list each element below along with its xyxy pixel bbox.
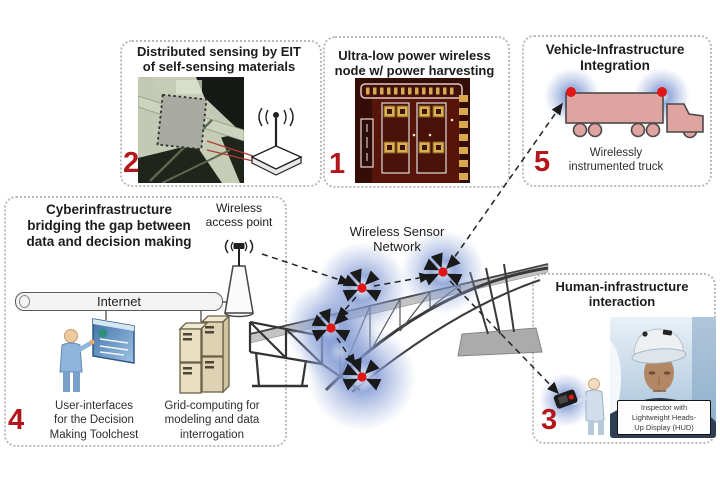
access-point-icon [224, 239, 254, 318]
box-wireless-node [323, 36, 510, 188]
internet-bar: Internet [15, 292, 223, 311]
node-pointer-lines [206, 140, 254, 162]
hud-person-icon [553, 378, 605, 435]
number-2: 2 [123, 147, 140, 179]
label-wsn: Wireless Sensor Network [349, 224, 445, 255]
wireless-node-icon [250, 107, 303, 176]
box-distributed-sensing [120, 40, 322, 187]
eit-photo [138, 77, 244, 183]
number-1: 1 [329, 148, 346, 180]
hud-device-icon [553, 389, 578, 409]
number-4: 4 [8, 404, 25, 436]
caption-grid-computing: Grid-computing for modeling and data int… [164, 400, 260, 441]
pcb-photo [355, 78, 470, 183]
title-wireless-node: Ultra-low power wireless node w/ power h… [334, 48, 495, 79]
truck-sensor-dots [566, 87, 667, 97]
sensing-skin-patch [156, 93, 208, 151]
caption-truck: Wirelessly instrumented truck [568, 147, 664, 174]
number-3: 3 [541, 404, 558, 436]
label-access-point: Wireless access point [205, 201, 273, 230]
title-cyberinfrastructure: Cyberinfrastructure bridging the gap bet… [26, 202, 192, 249]
truck-icon [565, 92, 704, 139]
title-human-infrastructure: Human-infrastructure interaction [555, 279, 689, 310]
title-distributed-sensing: Distributed sensing by EIT of self-sensi… [137, 44, 301, 75]
box-vehicle-infrastructure [522, 35, 712, 187]
title-vehicle-infrastructure: Vehicle-Infrastructure Integration [545, 42, 685, 73]
caption-user-interfaces: User-interfaces for the Decision Making … [49, 400, 139, 441]
server-icon [178, 314, 231, 394]
internet-label: Internet [96, 294, 142, 309]
wireless-links [261, 102, 563, 395]
presenter-icon [59, 318, 135, 392]
number-5: 5 [534, 146, 551, 178]
caption-inspector: Inspector with Lightweight Heads- Up Dis… [617, 400, 711, 436]
